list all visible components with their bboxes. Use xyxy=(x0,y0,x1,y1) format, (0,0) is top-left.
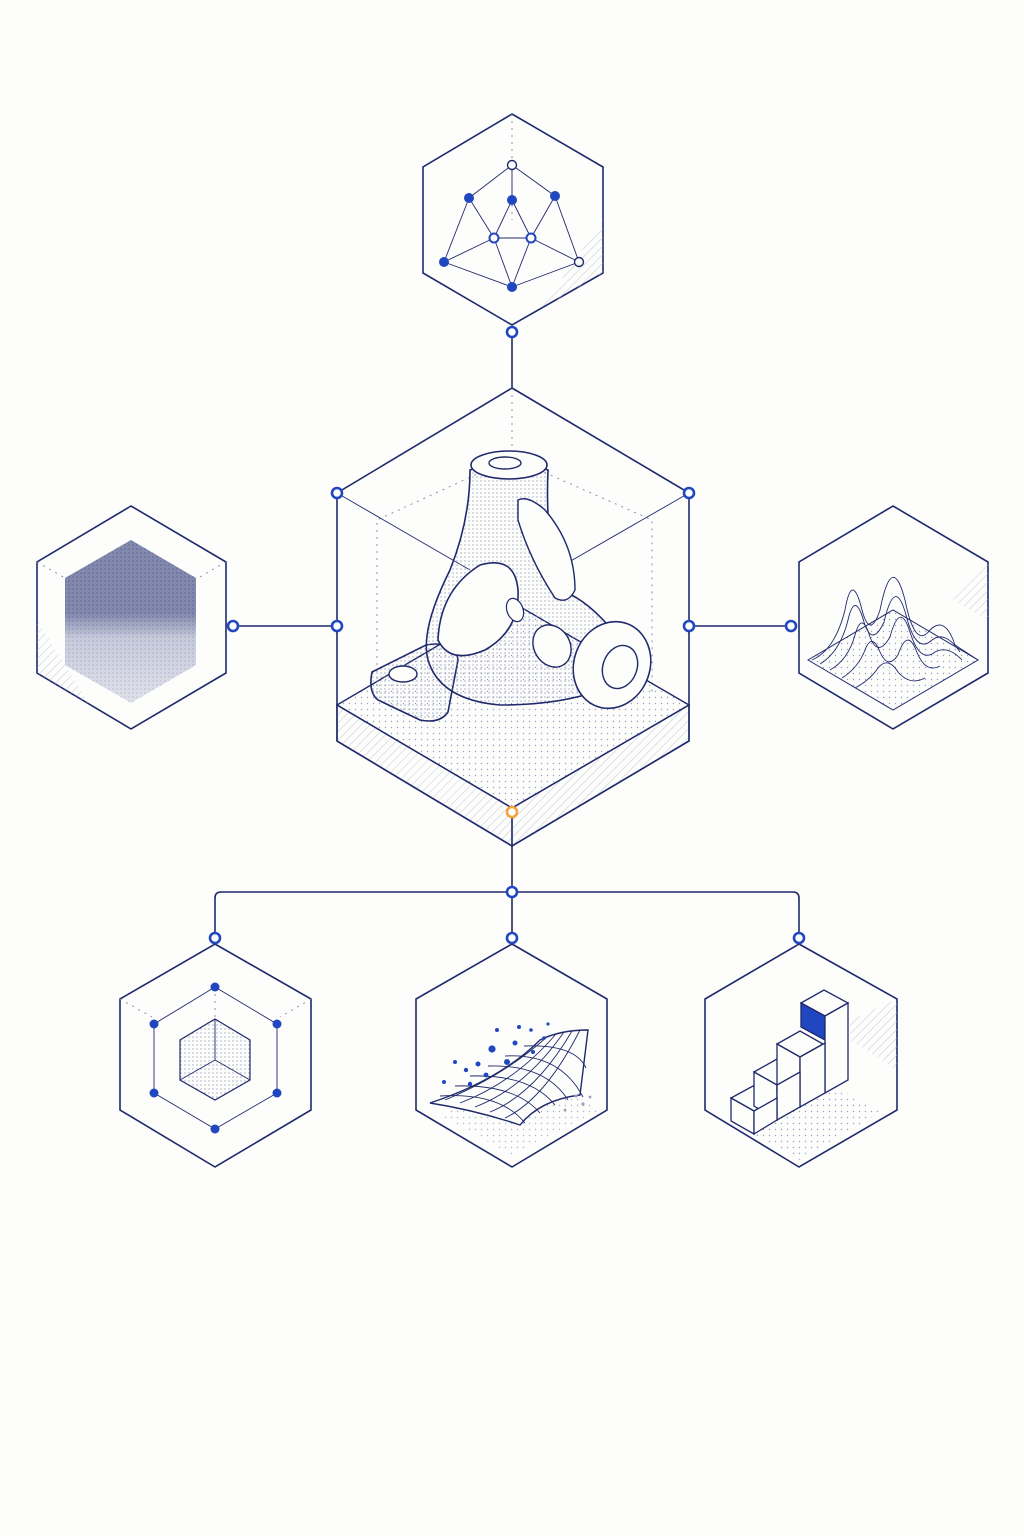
node-right[interactable] xyxy=(798,505,989,730)
radial-hexagon-icon xyxy=(149,982,282,1134)
connector-ports xyxy=(208,325,806,945)
graph-network-icon xyxy=(439,159,585,292)
connector-branch xyxy=(214,891,800,938)
connector-port-icon[interactable] xyxy=(792,931,806,945)
center-node[interactable] xyxy=(335,387,691,848)
connector-port-icon[interactable] xyxy=(208,931,222,945)
node-bottom-right[interactable] xyxy=(704,943,898,1168)
connector-port-icon[interactable] xyxy=(505,885,519,899)
connector-port-icon[interactable] xyxy=(682,619,696,633)
node-bottom-center[interactable] xyxy=(415,943,608,1168)
connector-port-icon[interactable] xyxy=(505,325,519,339)
surface-peaks-plot-icon xyxy=(807,577,979,711)
node-top[interactable] xyxy=(422,113,604,326)
mesh-surface-scatter-icon xyxy=(429,1022,592,1126)
connector-port-icon[interactable] xyxy=(682,486,696,500)
voxel-grid-cube-icon xyxy=(65,540,196,703)
connector-port-icon[interactable] xyxy=(330,486,344,500)
connector-port-icon[interactable] xyxy=(784,619,798,633)
connector-port-icon[interactable] xyxy=(226,619,240,633)
connector-port-icon[interactable] xyxy=(505,931,519,945)
output-port-highlight[interactable] xyxy=(505,805,519,819)
connector-port-icon[interactable] xyxy=(330,619,344,633)
node-bottom-left[interactable] xyxy=(119,943,312,1168)
topology-optimized-bracket-icon xyxy=(370,450,652,722)
node-left[interactable] xyxy=(36,505,227,730)
stepped-blocks-icon xyxy=(729,989,850,1136)
